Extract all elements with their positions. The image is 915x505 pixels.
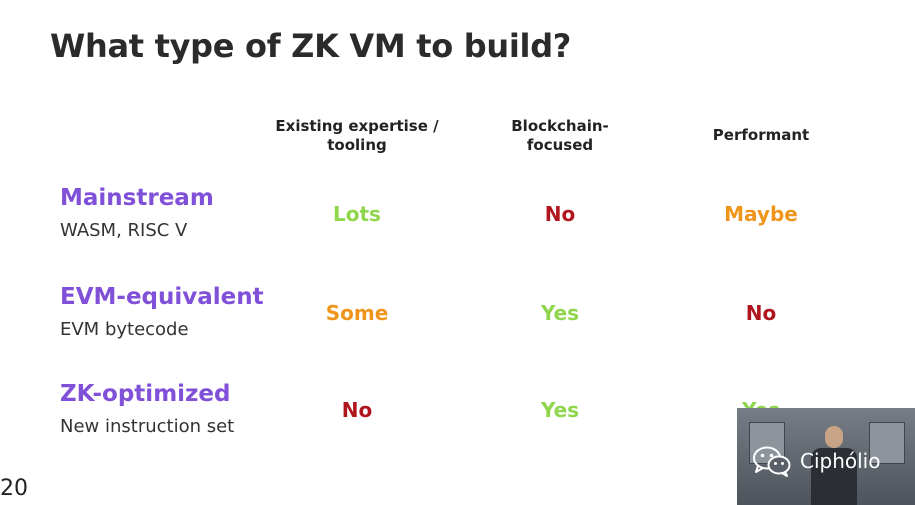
column-header-line: Blockchain- [511, 117, 609, 135]
speaker-video [737, 408, 915, 505]
column-header-blockchain: Blockchain- focused [460, 117, 660, 155]
row-subtitle-evm: EVM bytecode [60, 319, 189, 340]
cell-zk-blockchain: Yes [540, 398, 580, 422]
row-title-mainstream: Mainstream [60, 185, 214, 211]
row-subtitle-zk: New instruction set [60, 416, 235, 437]
cell-zk-expertise: No [341, 398, 373, 422]
watermark-text: Ciphólio [800, 449, 881, 473]
column-header-performant: Performant [661, 126, 861, 145]
cell-evm-expertise: Some [325, 301, 389, 325]
column-header-line: tooling [327, 136, 387, 154]
cell-mainstream-expertise: Lots [333, 202, 381, 226]
slide-title: What type of ZK VM to build? [50, 27, 572, 65]
column-header-line: Performant [712, 126, 810, 144]
column-header-line: Existing expertise / [275, 117, 439, 135]
wechat-icon [752, 445, 792, 477]
column-header-line: focused [526, 136, 594, 154]
row-title-evm: EVM-equivalent [60, 284, 264, 310]
row-subtitle-mainstream: WASM, RISC V [60, 220, 188, 241]
speaker-head [825, 426, 843, 448]
row-title-zk: ZK-optimized [60, 381, 231, 407]
cell-evm-performant: No [745, 301, 777, 325]
video-window [869, 422, 905, 464]
watermark: Ciphólio [752, 444, 880, 478]
page-number: 20 [0, 476, 28, 501]
cell-mainstream-performant: Maybe [724, 202, 798, 226]
speaker-body [811, 448, 857, 505]
column-header-expertise: Existing expertise / tooling [257, 117, 457, 155]
cell-evm-blockchain: Yes [540, 301, 580, 325]
cell-mainstream-blockchain: No [544, 202, 576, 226]
